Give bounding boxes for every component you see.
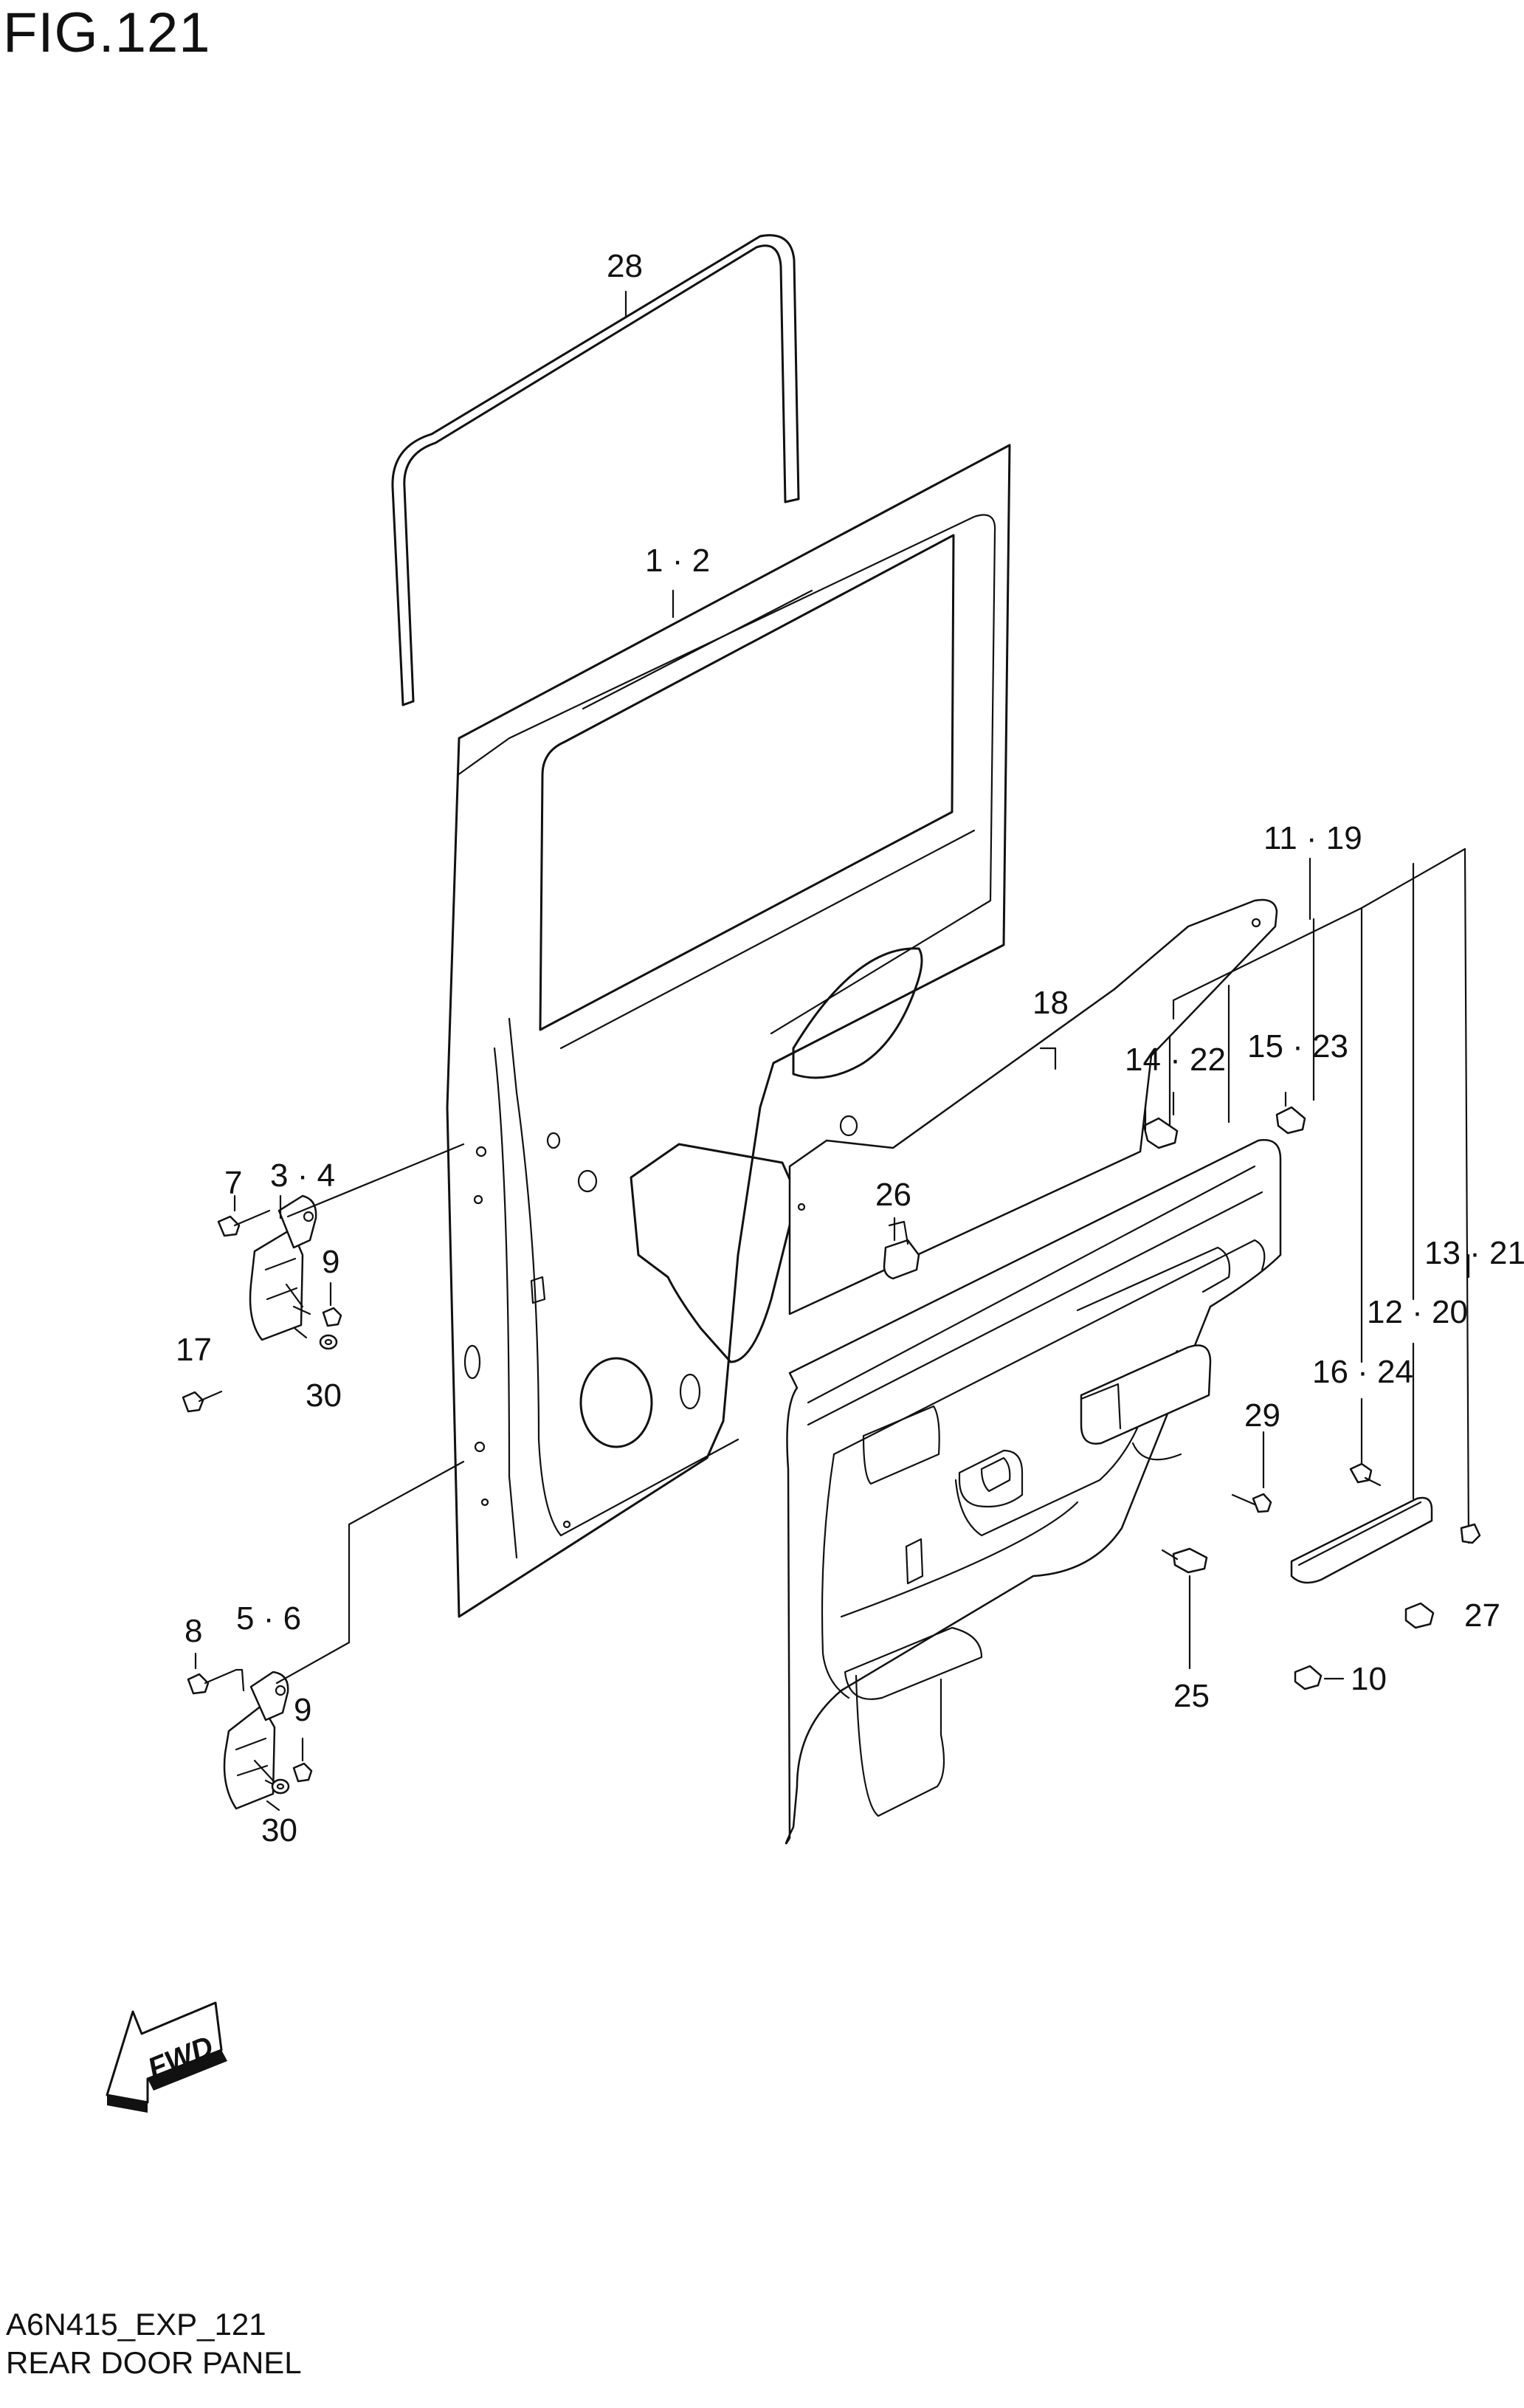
screw-part-16-24 [1349, 1462, 1382, 1487]
callout-5-6: 5 · 6 [236, 1600, 301, 1637]
callout-9-lower: 9 [294, 1692, 311, 1728]
callout-9-upper: 9 [322, 1244, 339, 1280]
pull-handle-part-12-20 [1290, 1496, 1433, 1584]
figure-code: A6N415_EXP_121 [6, 2307, 266, 2342]
callout-26: 26 [875, 1177, 911, 1213]
callout-18: 18 [1032, 985, 1069, 1021]
callout-29: 29 [1244, 1397, 1280, 1434]
nut-part-9-upper [322, 1282, 342, 1327]
bolt-part-17 [182, 1390, 223, 1413]
callout-25: 25 [1173, 1678, 1210, 1714]
nut-part-9-lower [292, 1737, 313, 1783]
clip-part-14-22 [1142, 1106, 1179, 1149]
callout-8: 8 [185, 1613, 202, 1649]
callout-10: 10 [1351, 1661, 1387, 1697]
callout-30-upper: 30 [306, 1377, 342, 1414]
bolt-part-7 [217, 1194, 271, 1237]
figure-name: REAR DOOR PANEL [6, 2345, 302, 2380]
callout-13-21: 13 · 21 [1424, 1235, 1524, 1271]
clip-part-15-23 [1275, 1091, 1306, 1135]
bolt-part-8 [187, 1652, 245, 1695]
callout-12-20: 12 · 20 [1367, 1294, 1468, 1330]
callout-30-lower: 30 [261, 1812, 297, 1848]
callout-labels: 28 1 · 2 11 · 19 18 14 · 22 15 · 23 7 3 … [176, 248, 1524, 1848]
retainer-clip-part-26 [883, 1217, 920, 1280]
nut-part-10 [1294, 1665, 1345, 1690]
callout-27: 27 [1464, 1597, 1500, 1634]
callout-17: 17 [176, 1332, 212, 1368]
callout-28: 28 [607, 248, 643, 284]
callout-11-19: 11 · 19 [1263, 820, 1362, 856]
leader-lines [1172, 847, 1470, 1544]
callout-1-2: 1 · 2 [645, 543, 710, 579]
cap-part-13-21 [1460, 1523, 1481, 1544]
callout-3-4: 3 · 4 [270, 1157, 335, 1194]
lower-hinge-part-5-6 [223, 1460, 465, 1812]
callout-7: 7 [224, 1165, 242, 1201]
callout-16-24: 16 · 24 [1312, 1354, 1413, 1390]
washer-part-30-lower [271, 1778, 290, 1795]
screw-part-29 [1231, 1431, 1272, 1513]
fwd-direction-arrow: FWD [106, 2001, 227, 2113]
weatherstrip-part-28 [391, 234, 800, 706]
figure-title: FIG.121 [3, 1, 211, 64]
trim-sheet-part-18 [788, 898, 1278, 1315]
nut-part-27 [1404, 1602, 1435, 1629]
door-panel-part-1-2 [446, 444, 1011, 1618]
upper-hinge-part-3-4 [249, 1143, 465, 1341]
fastener-part-25 [1161, 1547, 1208, 1670]
washer-part-30-upper [319, 1334, 338, 1350]
callout-15-23: 15 · 23 [1247, 1028, 1348, 1064]
door-trim-panel [785, 984, 1282, 1845]
callout-14-22: 14 · 22 [1125, 1042, 1226, 1078]
